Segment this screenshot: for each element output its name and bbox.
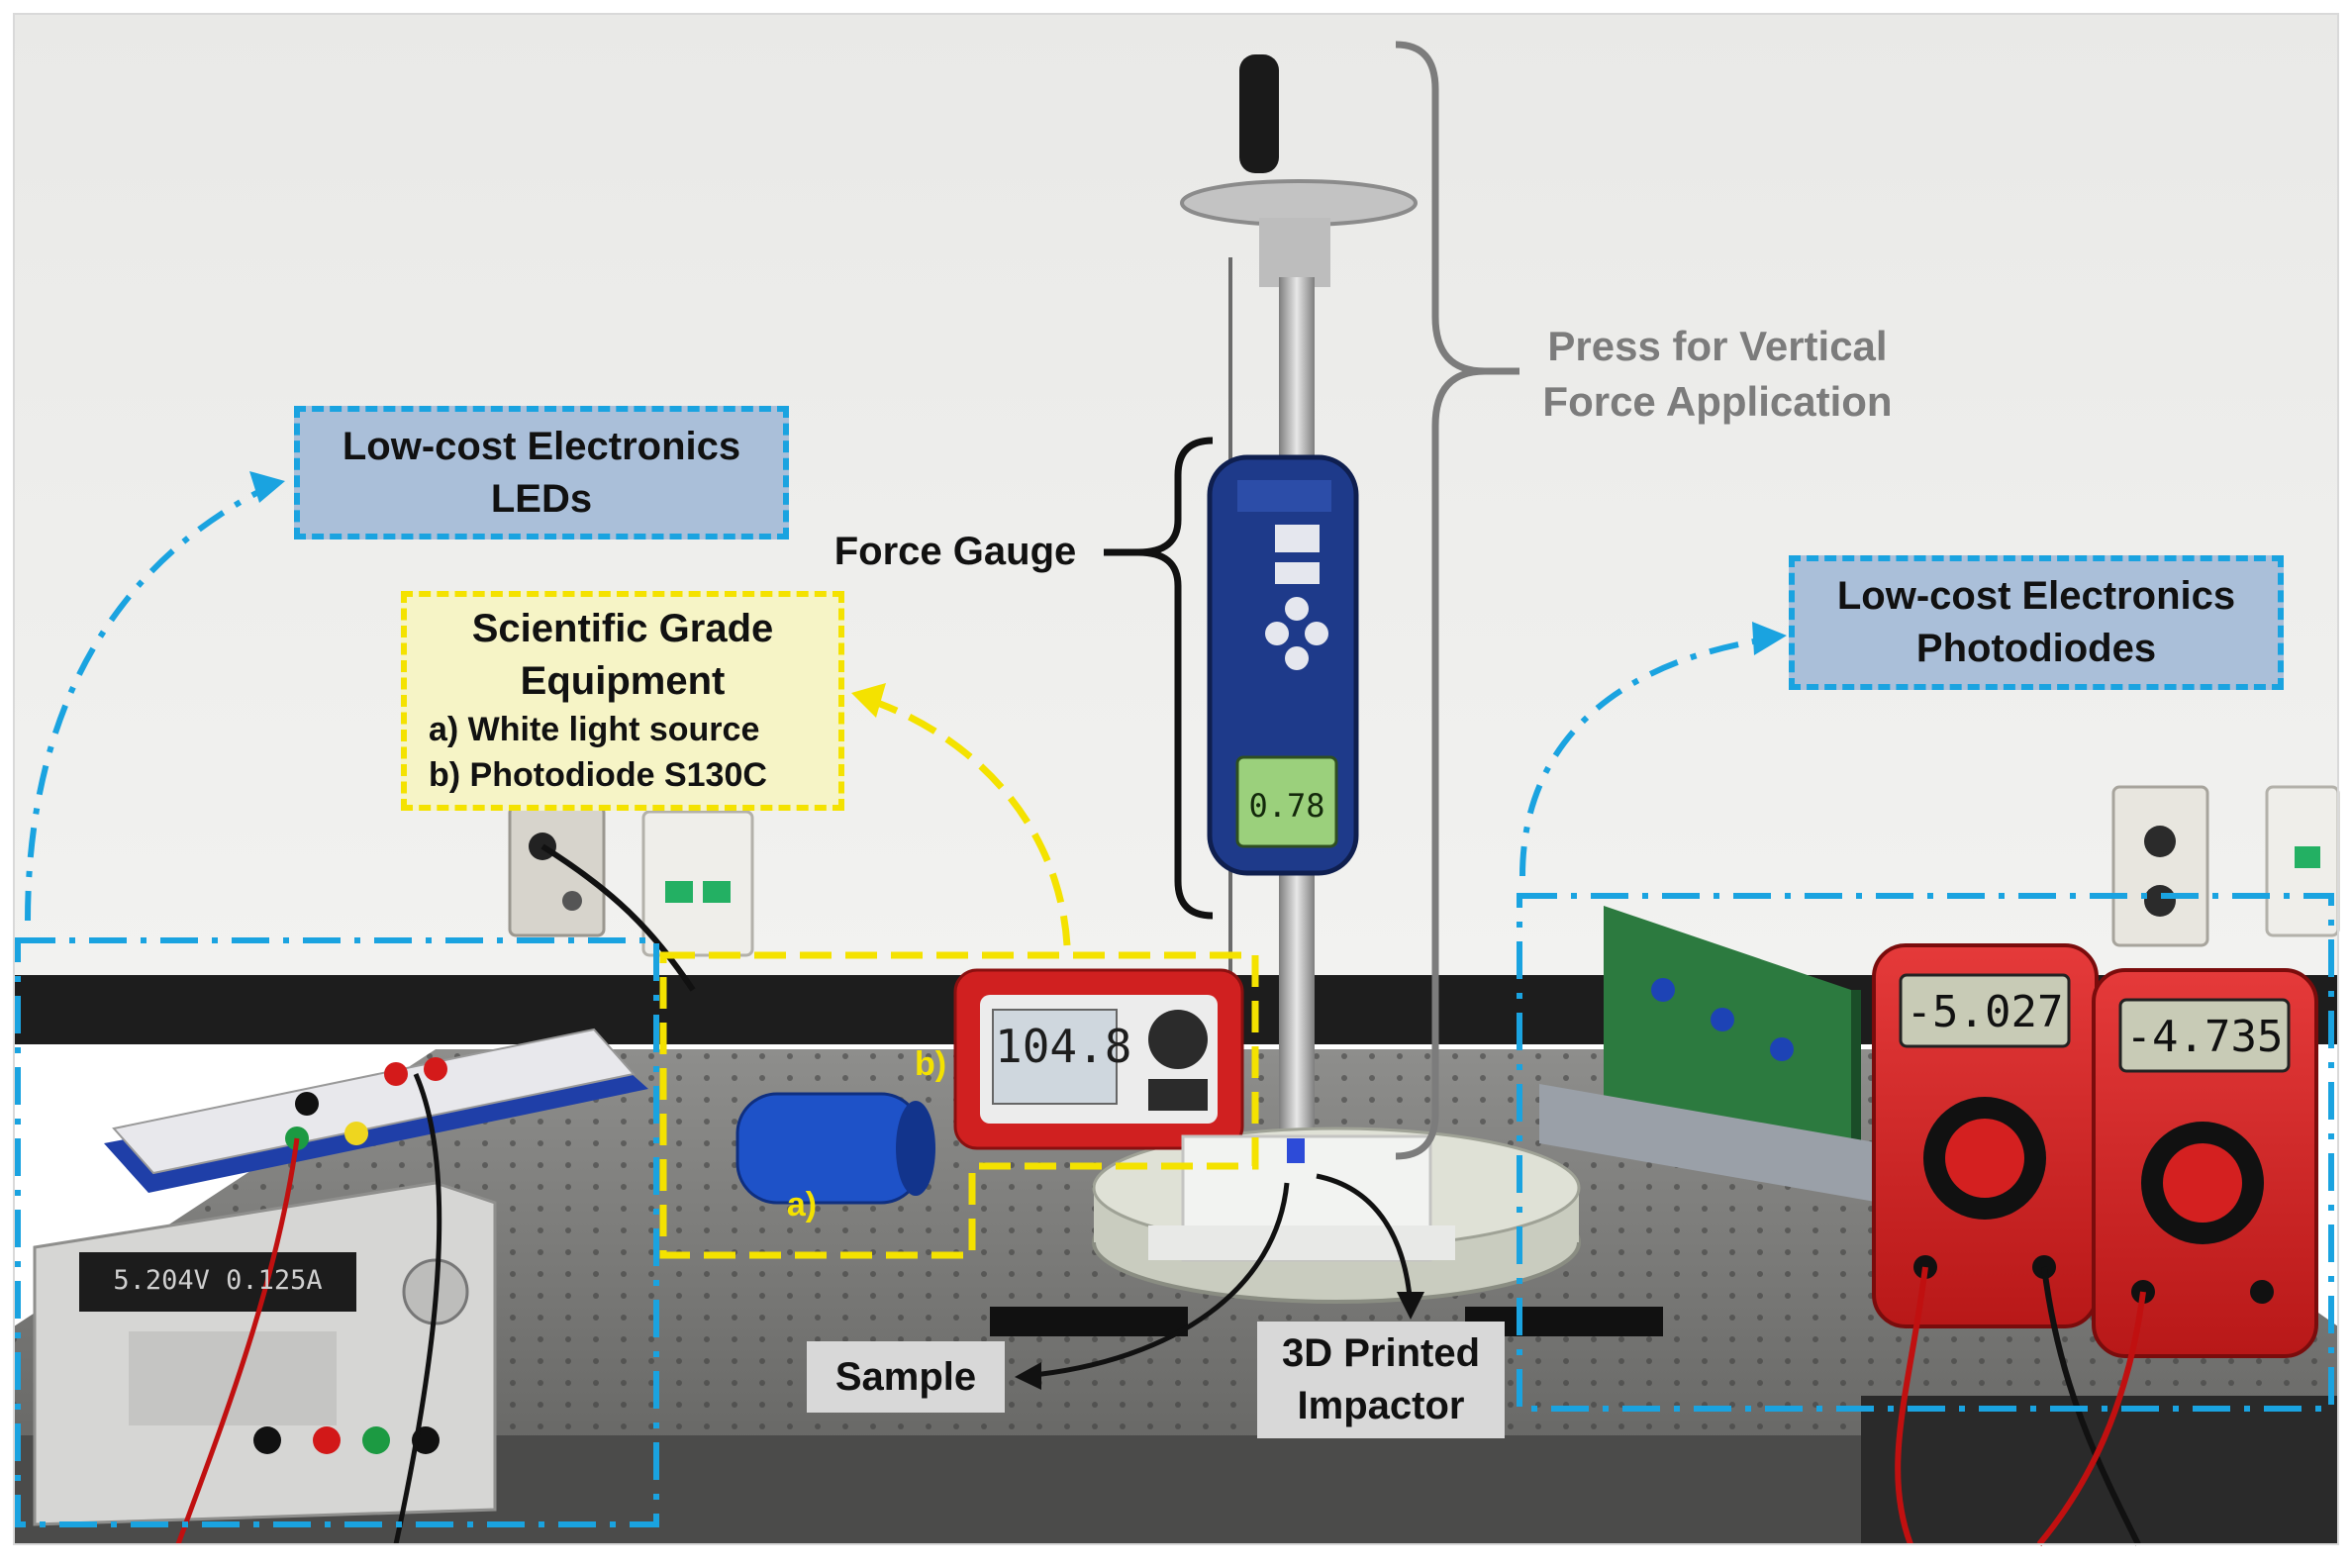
network-jack-plate-right: [2265, 785, 2340, 937]
force-gauge-label-text: Force Gauge: [833, 529, 1077, 573]
wall-outlet-right: [2111, 785, 2209, 947]
multimeter-right-readout: -4.735: [2125, 1012, 2284, 1062]
power-supply-readout: 5.204V 0.125A: [113, 1265, 323, 1296]
scientific-label-item-b: b) Photodiode S130C: [429, 755, 767, 794]
leds-label-line2: LEDs: [490, 476, 593, 521]
multimeter-left-readout: -5.027: [1906, 987, 2064, 1037]
scientific-arrow: [861, 694, 1071, 946]
leds-arrow: [25, 482, 274, 922]
impactor-label-line2: Impactor: [1297, 1384, 1465, 1427]
photodiodes-label-line2: Photodiodes: [1915, 627, 2157, 670]
press-label-line1: Press for Vertical: [1547, 323, 1888, 370]
impactor-label-line1: 3D Printed: [1281, 1331, 1481, 1376]
leds-label-line1: Low-cost Electronics: [342, 424, 741, 468]
marker-b: b): [896, 1039, 965, 1089]
multimeter-left: [1872, 943, 2099, 1328]
force-gauge-device: [1207, 454, 1359, 876]
press-label-line2: Force Application: [1542, 377, 1893, 425]
force-gauge-readout: 0.78: [1248, 787, 1325, 825]
photodiodes-label: Low-cost Electronics Photodiodes: [1789, 555, 2284, 690]
sample-arrow: [1024, 1182, 1290, 1379]
white-light-source: [735, 1092, 935, 1205]
scientific-label-line1: Scientific Grade: [471, 607, 774, 651]
impactor-arrow: [1316, 1173, 1414, 1308]
leds-label: Low-cost Electronics LEDs: [294, 406, 789, 539]
scientific-equipment-outline: [659, 951, 1259, 1259]
photodiodes-label-line1: Low-cost Electronics: [1836, 574, 2236, 619]
marker-b-text: b): [914, 1044, 947, 1083]
power-supply: [33, 1181, 497, 1526]
marker-a: a): [767, 1180, 836, 1229]
multimeter-right: [2092, 968, 2318, 1358]
scientific-label-item-a: a) White light source: [429, 710, 760, 748]
wall-outlet-left: [508, 805, 606, 937]
photodiodes-arrow: [1519, 636, 1773, 877]
led-breadboard: [104, 1028, 648, 1193]
leds-region-outline: [15, 937, 659, 1527]
photodiode-board: [1539, 906, 1881, 1203]
scientific-label-line2: Equipment: [520, 659, 726, 704]
power-meter: [953, 968, 1244, 1150]
network-jack-plate: [641, 810, 754, 957]
sample-impactor: [1148, 1134, 1455, 1262]
power-meter-readout: 104.8: [995, 1020, 1132, 1073]
marker-a-text: a): [786, 1185, 818, 1224]
impactor-label: 3D Printed Impactor: [1257, 1322, 1505, 1438]
sample-label: Sample: [807, 1341, 1005, 1413]
force-gauge-label: Force Gauge: [812, 522, 1099, 581]
press-label: Press for Vertical Force Application: [1524, 317, 1910, 431]
sample-label-text: Sample: [834, 1354, 977, 1399]
photodiodes-region-outline: [1517, 893, 2334, 1412]
scientific-equipment-label: Scientific Grade Equipment a) White ligh…: [401, 591, 844, 811]
